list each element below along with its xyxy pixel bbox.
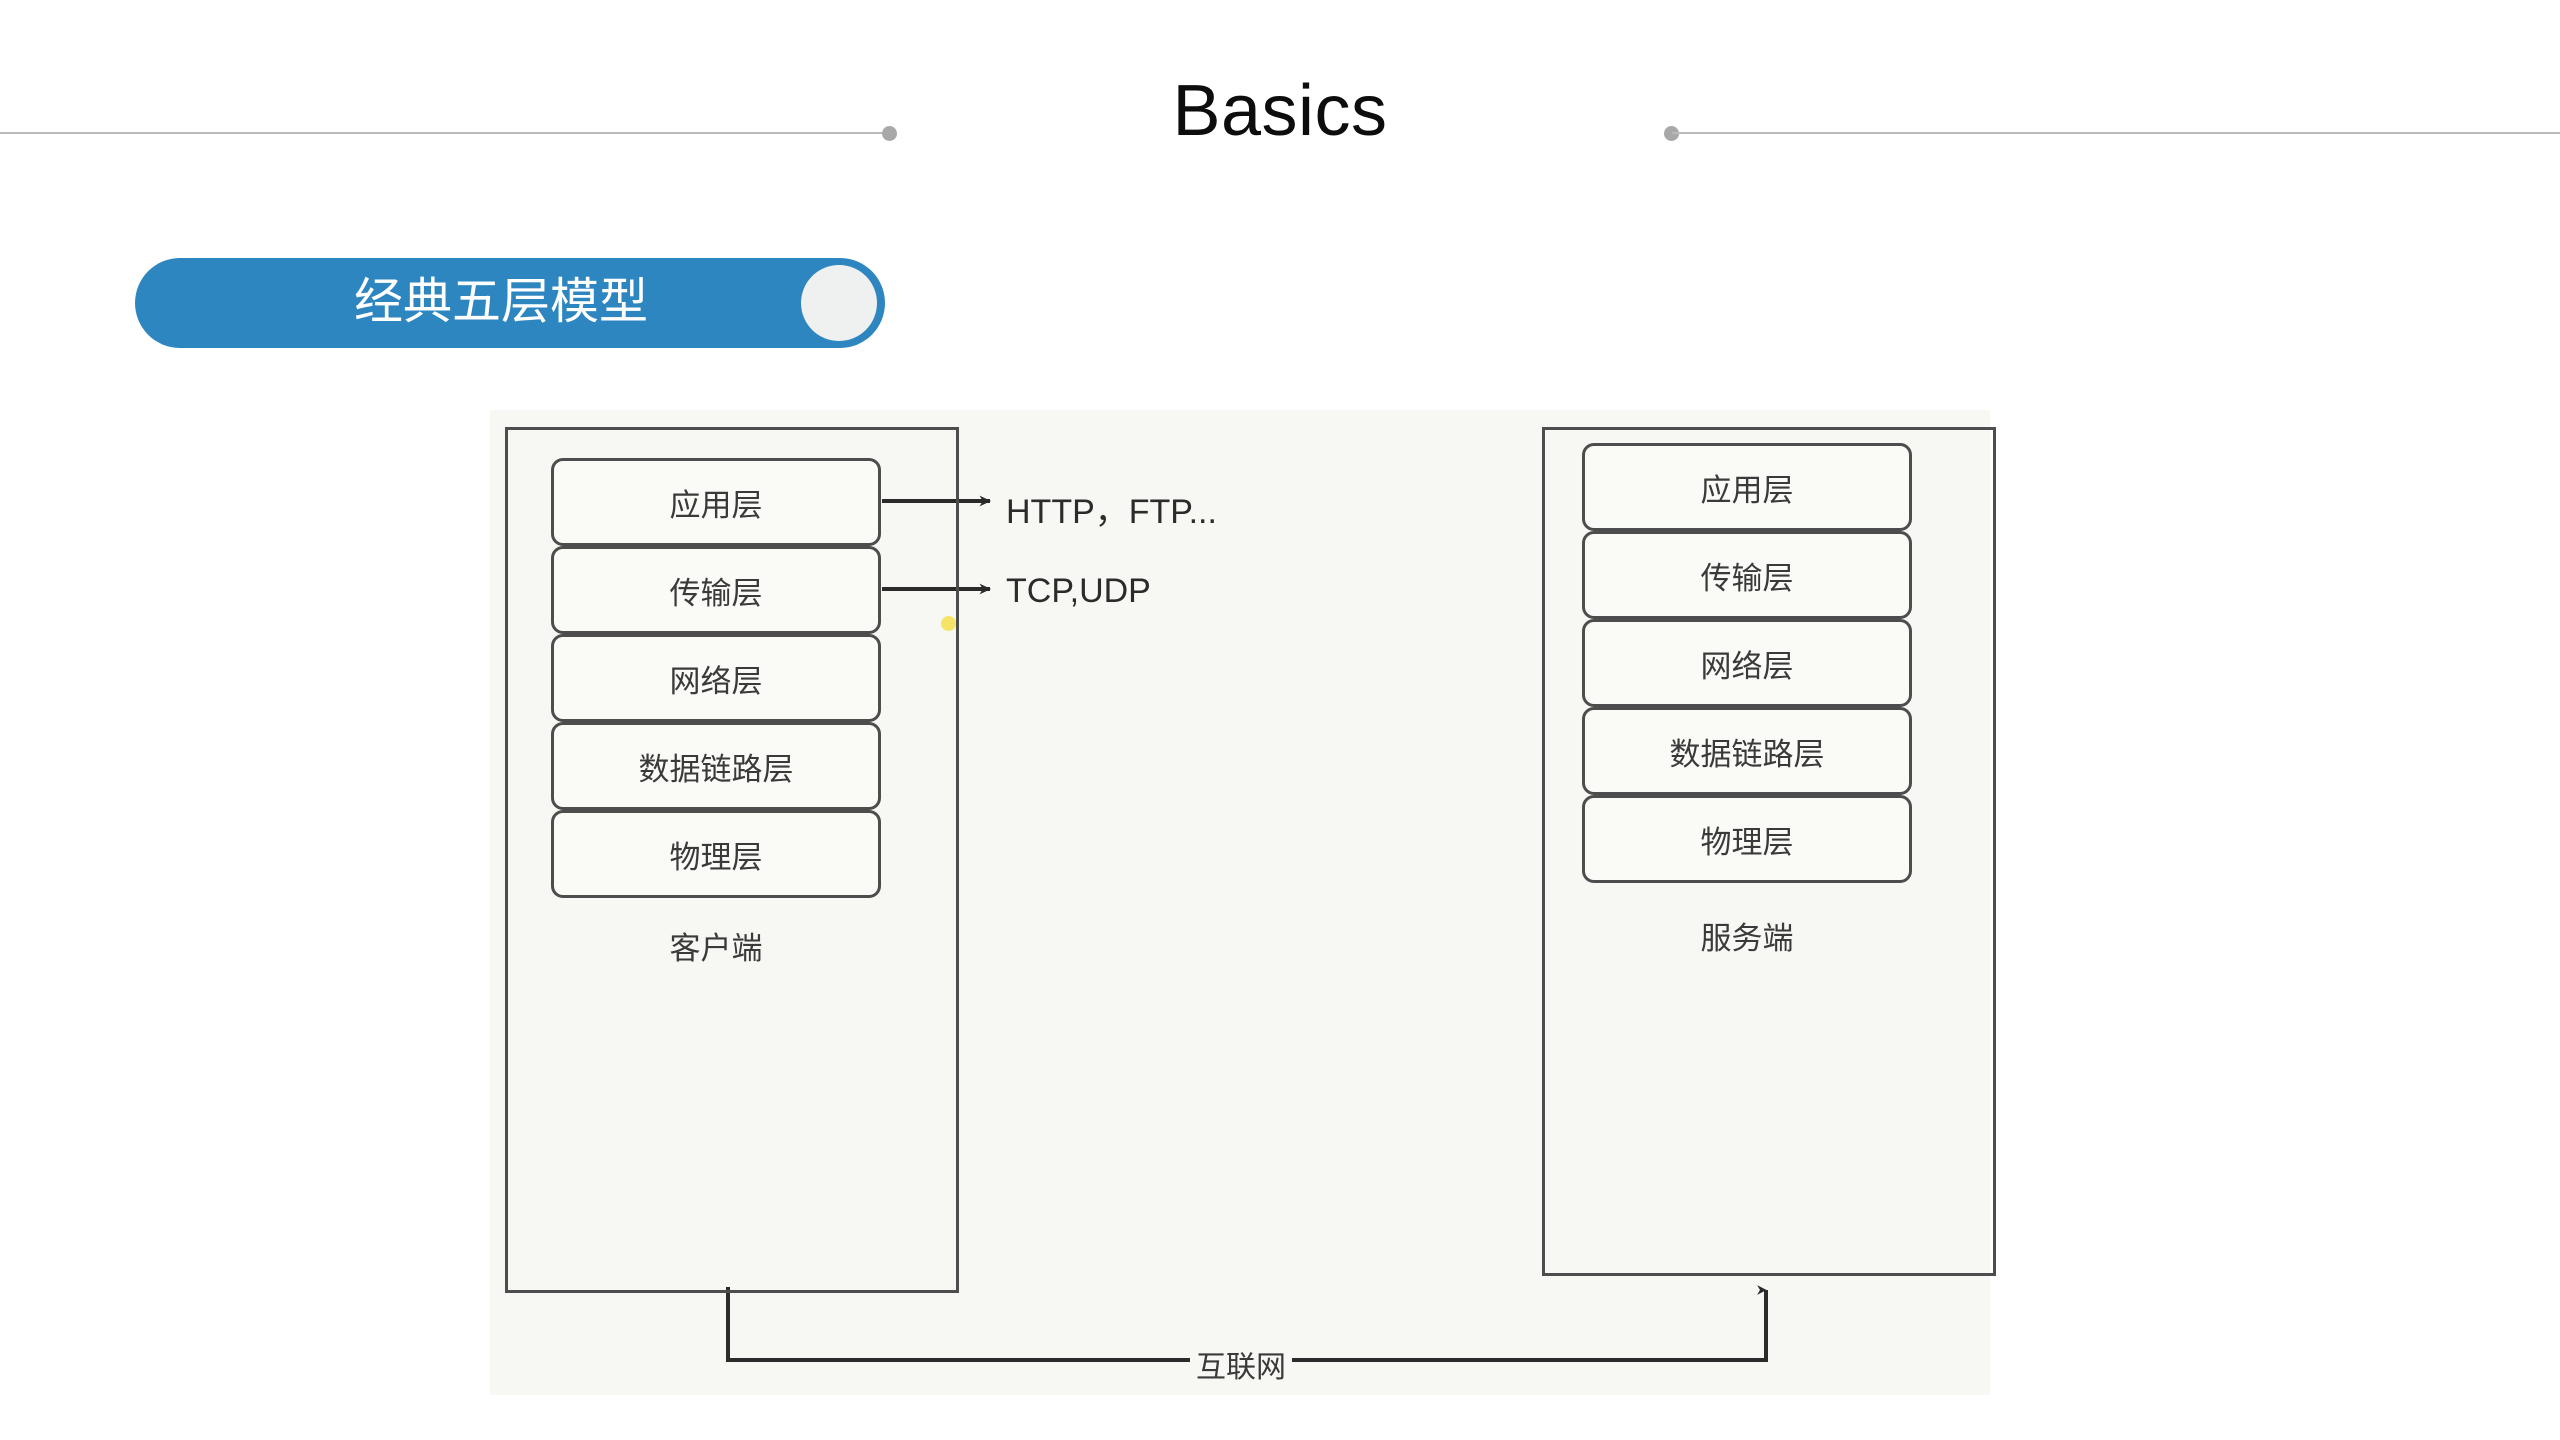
server-layer-application-label: 应用层 bbox=[1700, 472, 1794, 509]
internet-link-label: 互联网 bbox=[1190, 1342, 1292, 1386]
server-layer-network[interactable]: 网络层 bbox=[1582, 619, 1912, 707]
network-stack-diagram: 应用层 传输层 网络层 数据链路层 物理层 客户端 应用层 传输层 网络层 数据… bbox=[490, 410, 1996, 1395]
server-layer-datalink[interactable]: 数据链路层 bbox=[1582, 707, 1912, 795]
client-layer-datalink[interactable]: 数据链路层 bbox=[551, 722, 881, 810]
header-dot-right-icon bbox=[1664, 126, 1679, 141]
server-layer-physical[interactable]: 物理层 bbox=[1582, 795, 1912, 883]
server-layer-physical-label: 物理层 bbox=[1700, 824, 1794, 861]
header-rule-left bbox=[0, 132, 890, 134]
callout-application-protocols: HTTP，FTP... bbox=[1006, 493, 1217, 531]
client-layer-application[interactable]: 应用层 bbox=[551, 458, 881, 546]
badge-knob-icon bbox=[801, 265, 877, 341]
client-layer-network-label: 网络层 bbox=[669, 663, 763, 700]
server-layer-transport-label: 传输层 bbox=[1700, 560, 1794, 597]
header-dot-left-icon bbox=[882, 126, 897, 141]
client-layer-network[interactable]: 网络层 bbox=[551, 634, 881, 722]
client-layer-application-label: 应用层 bbox=[669, 487, 763, 524]
server-layer-datalink-label: 数据链路层 bbox=[1669, 736, 1825, 773]
yellow-highlight-dot-icon bbox=[941, 616, 956, 631]
server-layer-network-label: 网络层 bbox=[1700, 648, 1794, 685]
client-group-label: 客户端 bbox=[669, 931, 763, 967]
server-group-label: 服务端 bbox=[1700, 921, 1794, 957]
section-badge[interactable]: 经典五层模型 bbox=[135, 258, 885, 348]
callout-transport-protocols: TCP,UDP bbox=[1006, 572, 1151, 610]
client-layer-datalink-label: 数据链路层 bbox=[638, 751, 794, 788]
server-stack-group bbox=[1542, 427, 1996, 1276]
server-layer-application[interactable]: 应用层 bbox=[1582, 443, 1912, 531]
page-title: Basics bbox=[1172, 71, 1388, 151]
client-stack-group bbox=[505, 427, 959, 1293]
client-layer-transport-label: 传输层 bbox=[669, 575, 763, 612]
section-badge-label: 经典五层模型 bbox=[353, 272, 648, 330]
client-layer-physical[interactable]: 物理层 bbox=[551, 810, 881, 898]
server-layer-transport[interactable]: 传输层 bbox=[1582, 531, 1912, 619]
slide-header: Basics bbox=[0, 0, 2560, 230]
header-rule-right bbox=[1672, 132, 2560, 134]
client-layer-transport[interactable]: 传输层 bbox=[551, 546, 881, 634]
client-layer-physical-label: 物理层 bbox=[669, 839, 763, 876]
